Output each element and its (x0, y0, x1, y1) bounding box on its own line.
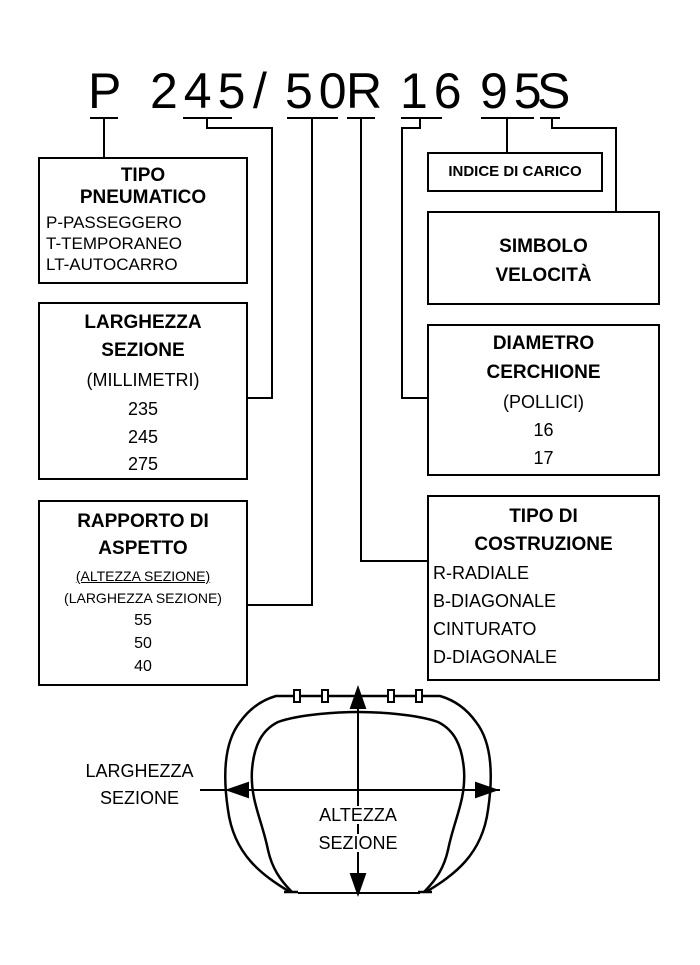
rapporto-aspetto-title-1: RAPPORTO DI (77, 511, 209, 532)
diametro-cerchione-title-1: DIAMETRO (492, 333, 595, 354)
dimension-arrows (200, 684, 500, 898)
box-rapporto-aspetto: RAPPORTO DI ASPETTO (ALTEZZA SEZIONE) (L… (38, 500, 248, 686)
box-simbolo-velocita: SIMBOLO VELOCITÀ (427, 211, 660, 305)
code-width: 245 (150, 63, 252, 119)
tipo-pneumatico-item: P-PASSEGGERO (46, 213, 182, 232)
tipo-costruzione-title-2: COSTRUZIONE (474, 534, 613, 555)
larghezza-sezione-title-2: SEZIONE (101, 340, 185, 361)
larghezza-sezione-title-1: LARGHEZZA (84, 312, 202, 333)
code-aspect: 50 (285, 63, 353, 119)
box-larghezza-sezione: LARGHEZZA SEZIONE (MILLIMETRI) 235 245 2… (38, 302, 248, 480)
code-construction: R (346, 63, 389, 119)
code-rim: 16 (400, 63, 468, 119)
diametro-cerchione-title-2: CERCHIONE (486, 362, 601, 383)
rapporto-aspetto-value: 40 (134, 658, 152, 675)
connector-s (551, 118, 617, 212)
indice-carico-title: INDICE DI CARICO (448, 163, 582, 180)
tipo-costruzione-item: B-DIAGONALE (433, 591, 557, 611)
box-tipo-pneumatico: TIPO PNEUMATICO P-PASSEGGERO T-TEMPORANE… (38, 157, 248, 284)
connector-r (360, 118, 427, 562)
tipo-costruzione-item: R-RADIALE (433, 563, 530, 583)
simbolo-velocita-title-1: SIMBOLO (499, 236, 588, 257)
width-arrow-left (224, 781, 249, 799)
code-slash: / (253, 63, 273, 119)
height-arrow-top (349, 684, 367, 709)
code-type: P (88, 63, 128, 119)
diametro-cerchione-value: 16 (533, 420, 554, 440)
tipo-pneumatico-item: LT-AUTOCARRO (46, 255, 178, 274)
tread-grooves (293, 689, 423, 703)
code-load: 95 (480, 63, 548, 119)
larghezza-sezione-value: 235 (127, 399, 159, 419)
diametro-cerchione-value: 17 (533, 448, 554, 468)
tipo-pneumatico-title-2: PNEUMATICO (79, 187, 207, 208)
tipo-pneumatico-title-1: TIPO (120, 165, 166, 186)
tipo-costruzione-item: D-DIAGONALE (433, 647, 558, 667)
tire-height-label-2: SEZIONE (296, 834, 420, 852)
diametro-cerchione-unit: (POLLICI) (502, 392, 585, 412)
larghezza-sezione-value: 245 (127, 427, 159, 447)
connector-245 (206, 118, 273, 399)
height-arrow-bottom (349, 873, 367, 898)
code-speed: S (537, 63, 577, 119)
rapporto-aspetto-value: 55 (134, 612, 152, 629)
connector-16 (401, 118, 427, 399)
rapporto-aspetto-denominator: (LARGHEZZA SEZIONE) (64, 590, 222, 606)
simbolo-velocita-title-2: VELOCITÀ (495, 265, 592, 286)
tipo-costruzione-item: CINTURATO (433, 619, 537, 639)
larghezza-sezione-value: 275 (127, 454, 159, 474)
connector-50 (248, 118, 313, 606)
tire-width-label-2: SEZIONE (99, 788, 179, 808)
tipo-pneumatico-item: T-TEMPORANEO (46, 234, 183, 253)
box-tipo-costruzione: TIPO DI COSTRUZIONE R-RADIALE B-DIAGONAL… (427, 495, 660, 681)
box-diametro-cerchione: DIAMETRO CERCHIONE (POLLICI) 16 17 (427, 324, 660, 476)
tipo-costruzione-title-1: TIPO DI (509, 506, 578, 527)
tire-width-label-1: LARGHEZZA (85, 761, 194, 781)
rapporto-aspetto-numerator: (ALTEZZA SEZIONE) (75, 568, 211, 584)
rapporto-aspetto-title-2: ASPETTO (98, 538, 188, 559)
width-arrow-right (475, 781, 500, 799)
box-indice-carico: INDICE DI CARICO (427, 152, 603, 192)
rapporto-aspetto-value: 50 (134, 635, 152, 652)
larghezza-sezione-unit: (MILLIMETRI) (86, 370, 200, 390)
tire-height-label-1: ALTEZZA (296, 806, 420, 824)
